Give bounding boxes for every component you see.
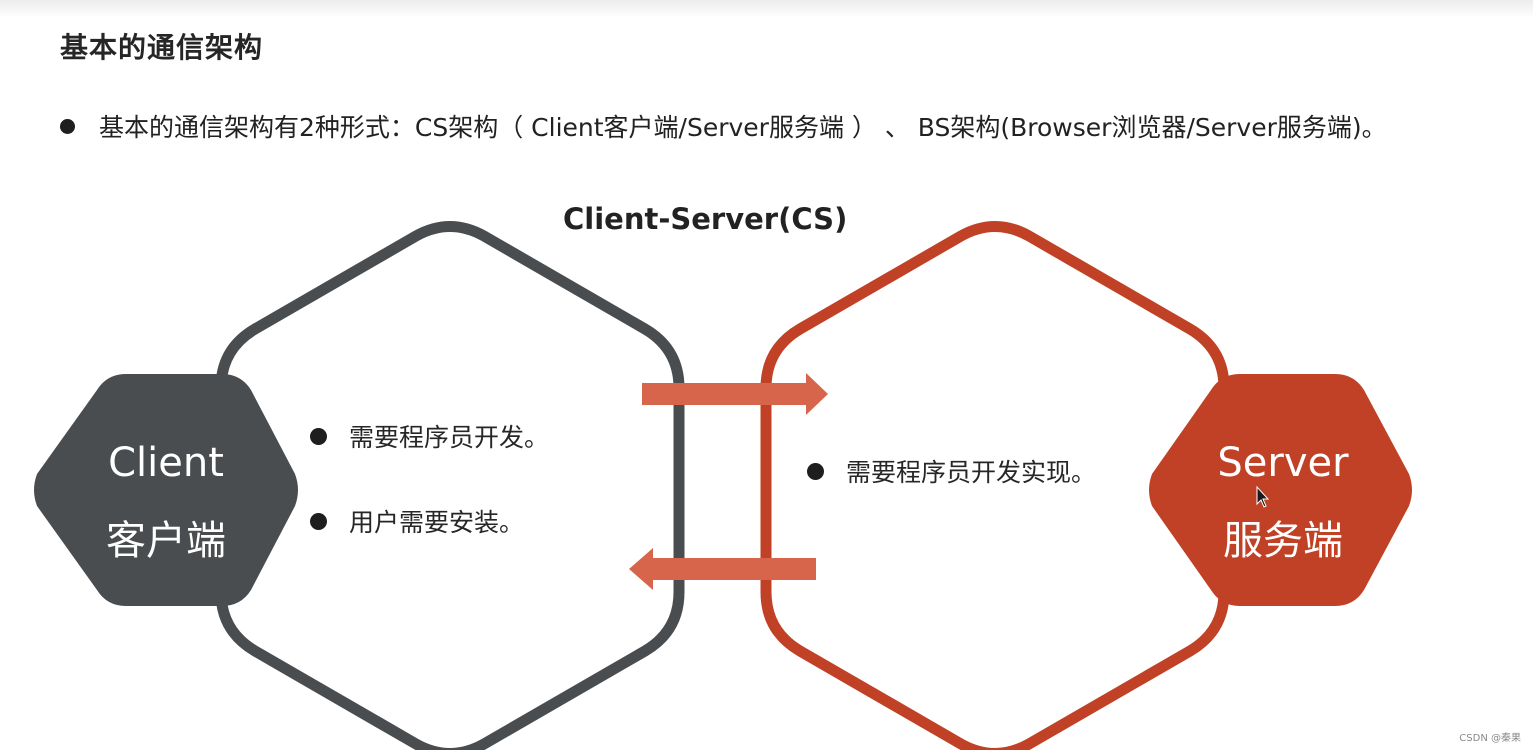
response-arrow-icon	[629, 548, 816, 590]
bullet-dot-icon	[310, 512, 327, 530]
mouse-cursor-icon	[1256, 485, 1270, 508]
server-feature-item: 需要程序员开发实现。	[807, 453, 1096, 489]
server-label-cn: 服务端	[1223, 518, 1343, 564]
client-label-cn: 客户端	[106, 518, 226, 564]
bullet-dot-icon	[310, 427, 327, 445]
diagram-title: Client-Server(CS)	[563, 202, 848, 236]
server-hexagon	[1149, 374, 1412, 606]
bullet-dot-icon	[807, 462, 824, 480]
client-feature-text: 需要程序员开发。	[349, 423, 550, 452]
top-band	[0, 0, 1533, 18]
client-feature-text: 用户需要安装。	[349, 508, 525, 537]
bullet-dot-icon	[60, 118, 75, 134]
client-feature-item: 需要程序员开发。	[310, 418, 549, 454]
request-arrow-icon	[642, 373, 828, 415]
intro-bullet-text: 基本的通信架构有2种形式：CS架构（ Client客户端/Server服务端 ）…	[99, 113, 1387, 142]
client-feature-item: 用户需要安装。	[310, 503, 524, 539]
server-label: Server	[1217, 440, 1349, 486]
client-hexagon	[34, 374, 298, 606]
watermark: CSDN @秦果	[1459, 733, 1521, 744]
intro-bullet: 基本的通信架构有2种形式：CS架构（ Client客户端/Server服务端 ）…	[60, 108, 1387, 144]
server-feature-text: 需要程序员开发实现。	[846, 458, 1097, 487]
slide-title: 基本的通信架构	[60, 31, 264, 64]
client-label: Client	[108, 440, 224, 486]
